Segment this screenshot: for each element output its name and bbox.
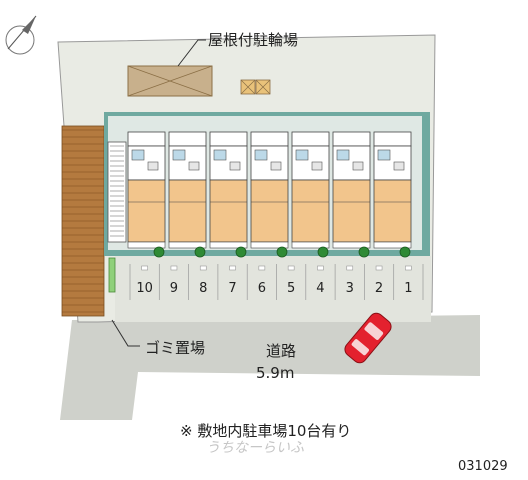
apartment-unit-3 — [209, 131, 248, 258]
tree-icon — [317, 246, 329, 258]
bicycle-parking-label: 屋根付駐輪場 — [208, 31, 298, 49]
unit-sink — [270, 161, 282, 171]
tree-icon — [358, 246, 370, 258]
unit-living-room — [291, 179, 330, 243]
wheel-stop — [199, 265, 207, 271]
parking-number-5: 5 — [287, 281, 295, 296]
unit-sink — [188, 161, 200, 171]
north-arrow-icon — [5, 15, 37, 55]
apartment-unit-7 — [373, 131, 412, 258]
parking-number-10: 10 — [136, 281, 153, 296]
unit-balcony — [127, 241, 166, 249]
unit-entry — [291, 131, 330, 147]
unit-sink — [352, 161, 364, 171]
unit-living-room — [209, 179, 248, 243]
unit-tub — [131, 149, 145, 161]
bicycle-parking-leader — [177, 39, 206, 67]
unit-sink — [311, 161, 323, 171]
parking-number-2: 2 — [375, 281, 383, 296]
unit-balcony — [291, 241, 330, 249]
tree-icon — [276, 246, 288, 258]
wheel-stop — [258, 265, 266, 271]
unit-sink — [229, 161, 241, 171]
unit-entry — [168, 131, 207, 147]
unit-tub — [172, 149, 186, 161]
road-label: 道路 — [266, 342, 296, 360]
wheel-stop — [405, 265, 412, 271]
wheel-stop — [170, 265, 178, 271]
apartment-unit-2 — [168, 131, 207, 258]
unit-tub — [213, 149, 227, 161]
watermark: うちなーらいふ — [206, 440, 304, 456]
wheel-stop — [375, 265, 383, 271]
unit-living-room — [168, 179, 207, 243]
parking-number-3: 3 — [346, 281, 354, 296]
garbage-area-leader — [111, 319, 140, 347]
parking-number-9: 9 — [170, 281, 178, 296]
parking-number-7: 7 — [228, 281, 236, 296]
stair-steps — [110, 145, 124, 237]
apartment-unit-5 — [291, 131, 330, 258]
property-code: 031029 — [458, 459, 508, 474]
unit-living-room — [373, 179, 412, 243]
wheel-stop — [287, 265, 295, 271]
unit-living-room — [250, 179, 289, 243]
parking-number-1: 1 — [404, 281, 412, 296]
wheel-stop — [346, 265, 354, 271]
unit-tub — [377, 149, 391, 161]
wheel-stop — [229, 265, 236, 271]
unit-balcony — [209, 241, 248, 249]
unit-living-room — [332, 179, 371, 243]
unit-sink — [147, 161, 159, 171]
apartment-unit-4 — [250, 131, 289, 258]
parking-spaces: 10 9 8 7 6 5 4 3 2 1 — [129, 264, 424, 300]
tree-icon — [235, 246, 247, 258]
red-car-icon — [344, 312, 392, 364]
unit-sink — [393, 161, 405, 171]
unit-entry — [250, 131, 289, 147]
unit-tub — [295, 149, 309, 161]
wheel-stop — [141, 265, 148, 271]
apartment-units — [127, 131, 412, 258]
unit-balcony — [373, 241, 412, 249]
apartment-unit-1 — [127, 131, 166, 258]
unit-entry — [127, 131, 166, 147]
unit-living-room — [127, 179, 166, 243]
unit-balcony — [168, 241, 207, 249]
unit-tub — [254, 149, 268, 161]
parking-area — [115, 256, 431, 322]
apartment-unit-6 — [332, 131, 371, 258]
unit-entry — [332, 131, 371, 147]
tree-icon — [194, 246, 206, 258]
road-width-label: 5.9m — [256, 364, 294, 382]
wheel-stop — [317, 265, 324, 271]
unit-tub — [336, 149, 350, 161]
parking-note: ※ 敷地内駐車場10台有り — [180, 422, 351, 440]
garbage-area-label: ゴミ置場 — [145, 339, 205, 357]
unit-entry — [209, 131, 248, 147]
tree-icon — [399, 246, 411, 258]
unit-balcony — [332, 241, 371, 249]
parking-number-6: 6 — [258, 281, 266, 296]
brick-pattern — [62, 129, 104, 313]
tree-icon — [153, 246, 165, 258]
garbage-area-marker — [108, 257, 116, 293]
parking-number-4: 4 — [316, 281, 324, 296]
unit-entry — [373, 131, 412, 147]
unit-balcony — [250, 241, 289, 249]
parking-number-8: 8 — [199, 281, 207, 296]
stair-block — [107, 141, 127, 243]
